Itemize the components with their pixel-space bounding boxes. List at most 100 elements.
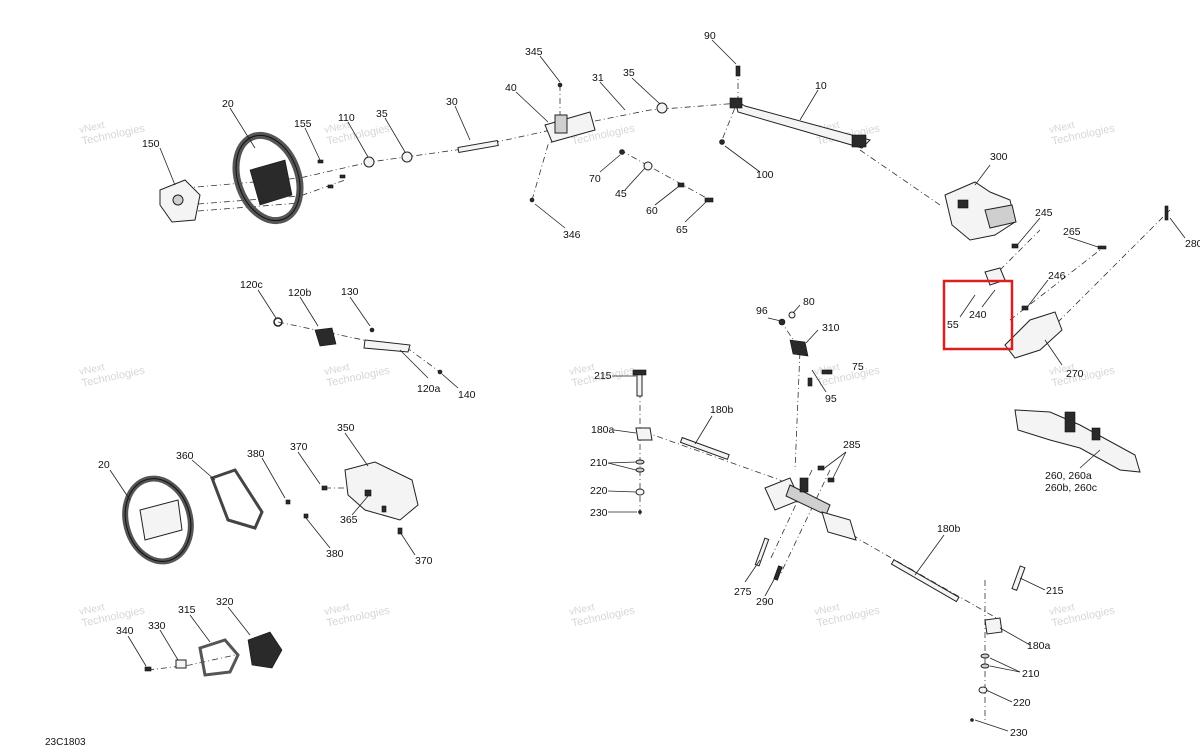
leader-line	[257, 289, 277, 319]
leader-line	[607, 462, 637, 471]
leader-line	[624, 167, 646, 191]
washer	[401, 151, 413, 163]
callout-180b: 180b	[937, 523, 961, 535]
svg-text:vNext: vNext	[1048, 120, 1076, 136]
callout-215: 215	[594, 370, 612, 382]
highlight-box	[942, 279, 1014, 351]
leader-line	[454, 105, 471, 141]
leader-line	[792, 304, 801, 314]
leader-line	[127, 635, 147, 667]
clip	[437, 369, 443, 375]
callout-210: 210	[1022, 668, 1040, 680]
svg-text:vNext: vNext	[323, 602, 351, 618]
steering-wheel-spokes	[139, 499, 183, 541]
assembly-axis	[531, 85, 561, 201]
callout-30: 30	[446, 96, 458, 108]
rack-fitting	[1091, 427, 1101, 441]
callout-270: 270	[1066, 368, 1084, 380]
callout-360: 360	[176, 450, 194, 462]
leader-line	[599, 154, 621, 173]
washer	[635, 459, 645, 465]
callout-180b: 180b	[710, 404, 734, 416]
callout-20: 20	[98, 459, 110, 471]
leader-line	[985, 689, 1013, 703]
callout-300: 300	[990, 151, 1008, 163]
u-joint	[729, 97, 743, 109]
leader-line	[1079, 449, 1101, 469]
rack-boot-right	[821, 511, 857, 541]
switch-housing-group	[144, 631, 283, 677]
callout-110: 110	[338, 112, 355, 124]
svg-text:vNext: vNext	[813, 602, 841, 618]
clip	[369, 327, 375, 333]
callout-35: 35	[376, 108, 388, 120]
leader-line	[959, 294, 976, 318]
cover-clip	[364, 489, 372, 497]
intermediate-shaft	[457, 139, 499, 154]
leader-line	[607, 490, 637, 493]
leader-line	[229, 107, 256, 149]
screw	[285, 499, 291, 505]
wheel-cover-group	[122, 461, 419, 565]
leader-line	[1044, 339, 1063, 366]
leader-line	[191, 459, 216, 481]
callout-80: 80	[803, 296, 815, 308]
callout-65: 65	[676, 224, 688, 236]
screw	[397, 527, 403, 535]
callout-220: 220	[1013, 697, 1031, 709]
o-ring	[273, 317, 283, 327]
assembly-axis	[1009, 249, 1101, 321]
leader-line	[974, 164, 991, 186]
leader-line	[607, 461, 637, 464]
bolt	[821, 369, 833, 375]
callout-45: 45	[615, 188, 627, 200]
leader-line	[347, 121, 369, 158]
nut	[778, 318, 786, 326]
rivet	[529, 197, 535, 203]
leader-line	[1017, 217, 1041, 245]
leader-line	[684, 201, 707, 223]
callout-215: 215	[1046, 585, 1064, 597]
switch-clip	[175, 659, 187, 669]
rivet	[557, 82, 563, 88]
assembly-axis	[184, 202, 301, 213]
leader-line	[227, 606, 251, 636]
leader-line	[1027, 279, 1049, 307]
leader-line	[767, 317, 782, 322]
leader-line	[613, 429, 637, 434]
leader-line	[441, 373, 459, 389]
callout-31: 31	[592, 72, 604, 84]
steering-column-tube	[544, 111, 596, 143]
callout-180a: 180a	[591, 424, 615, 436]
leader-line	[744, 559, 761, 583]
column-seal-group	[257, 289, 459, 389]
screw	[381, 505, 387, 513]
nut	[363, 156, 375, 168]
callout-380: 380	[326, 548, 344, 560]
leader-line	[261, 457, 286, 499]
rack-assembly	[1014, 409, 1141, 473]
eps-mount-group	[942, 205, 1186, 366]
washer	[635, 467, 645, 473]
leader-line	[599, 81, 626, 111]
leader-line	[189, 614, 211, 643]
leader-line	[515, 91, 549, 123]
bolt	[754, 537, 770, 567]
nut	[978, 686, 988, 694]
cotter-pin	[638, 510, 642, 514]
nut	[719, 139, 725, 145]
callout-10: 10	[815, 80, 827, 92]
tie-rod-bolt	[636, 371, 643, 397]
steering-wheel-rim-outline	[124, 478, 192, 562]
leader-line	[631, 77, 661, 105]
leader-line	[534, 203, 566, 229]
callout-155: 155	[294, 118, 312, 130]
leader-line	[297, 451, 321, 485]
washer	[980, 663, 990, 669]
callout-330: 330	[148, 620, 166, 632]
